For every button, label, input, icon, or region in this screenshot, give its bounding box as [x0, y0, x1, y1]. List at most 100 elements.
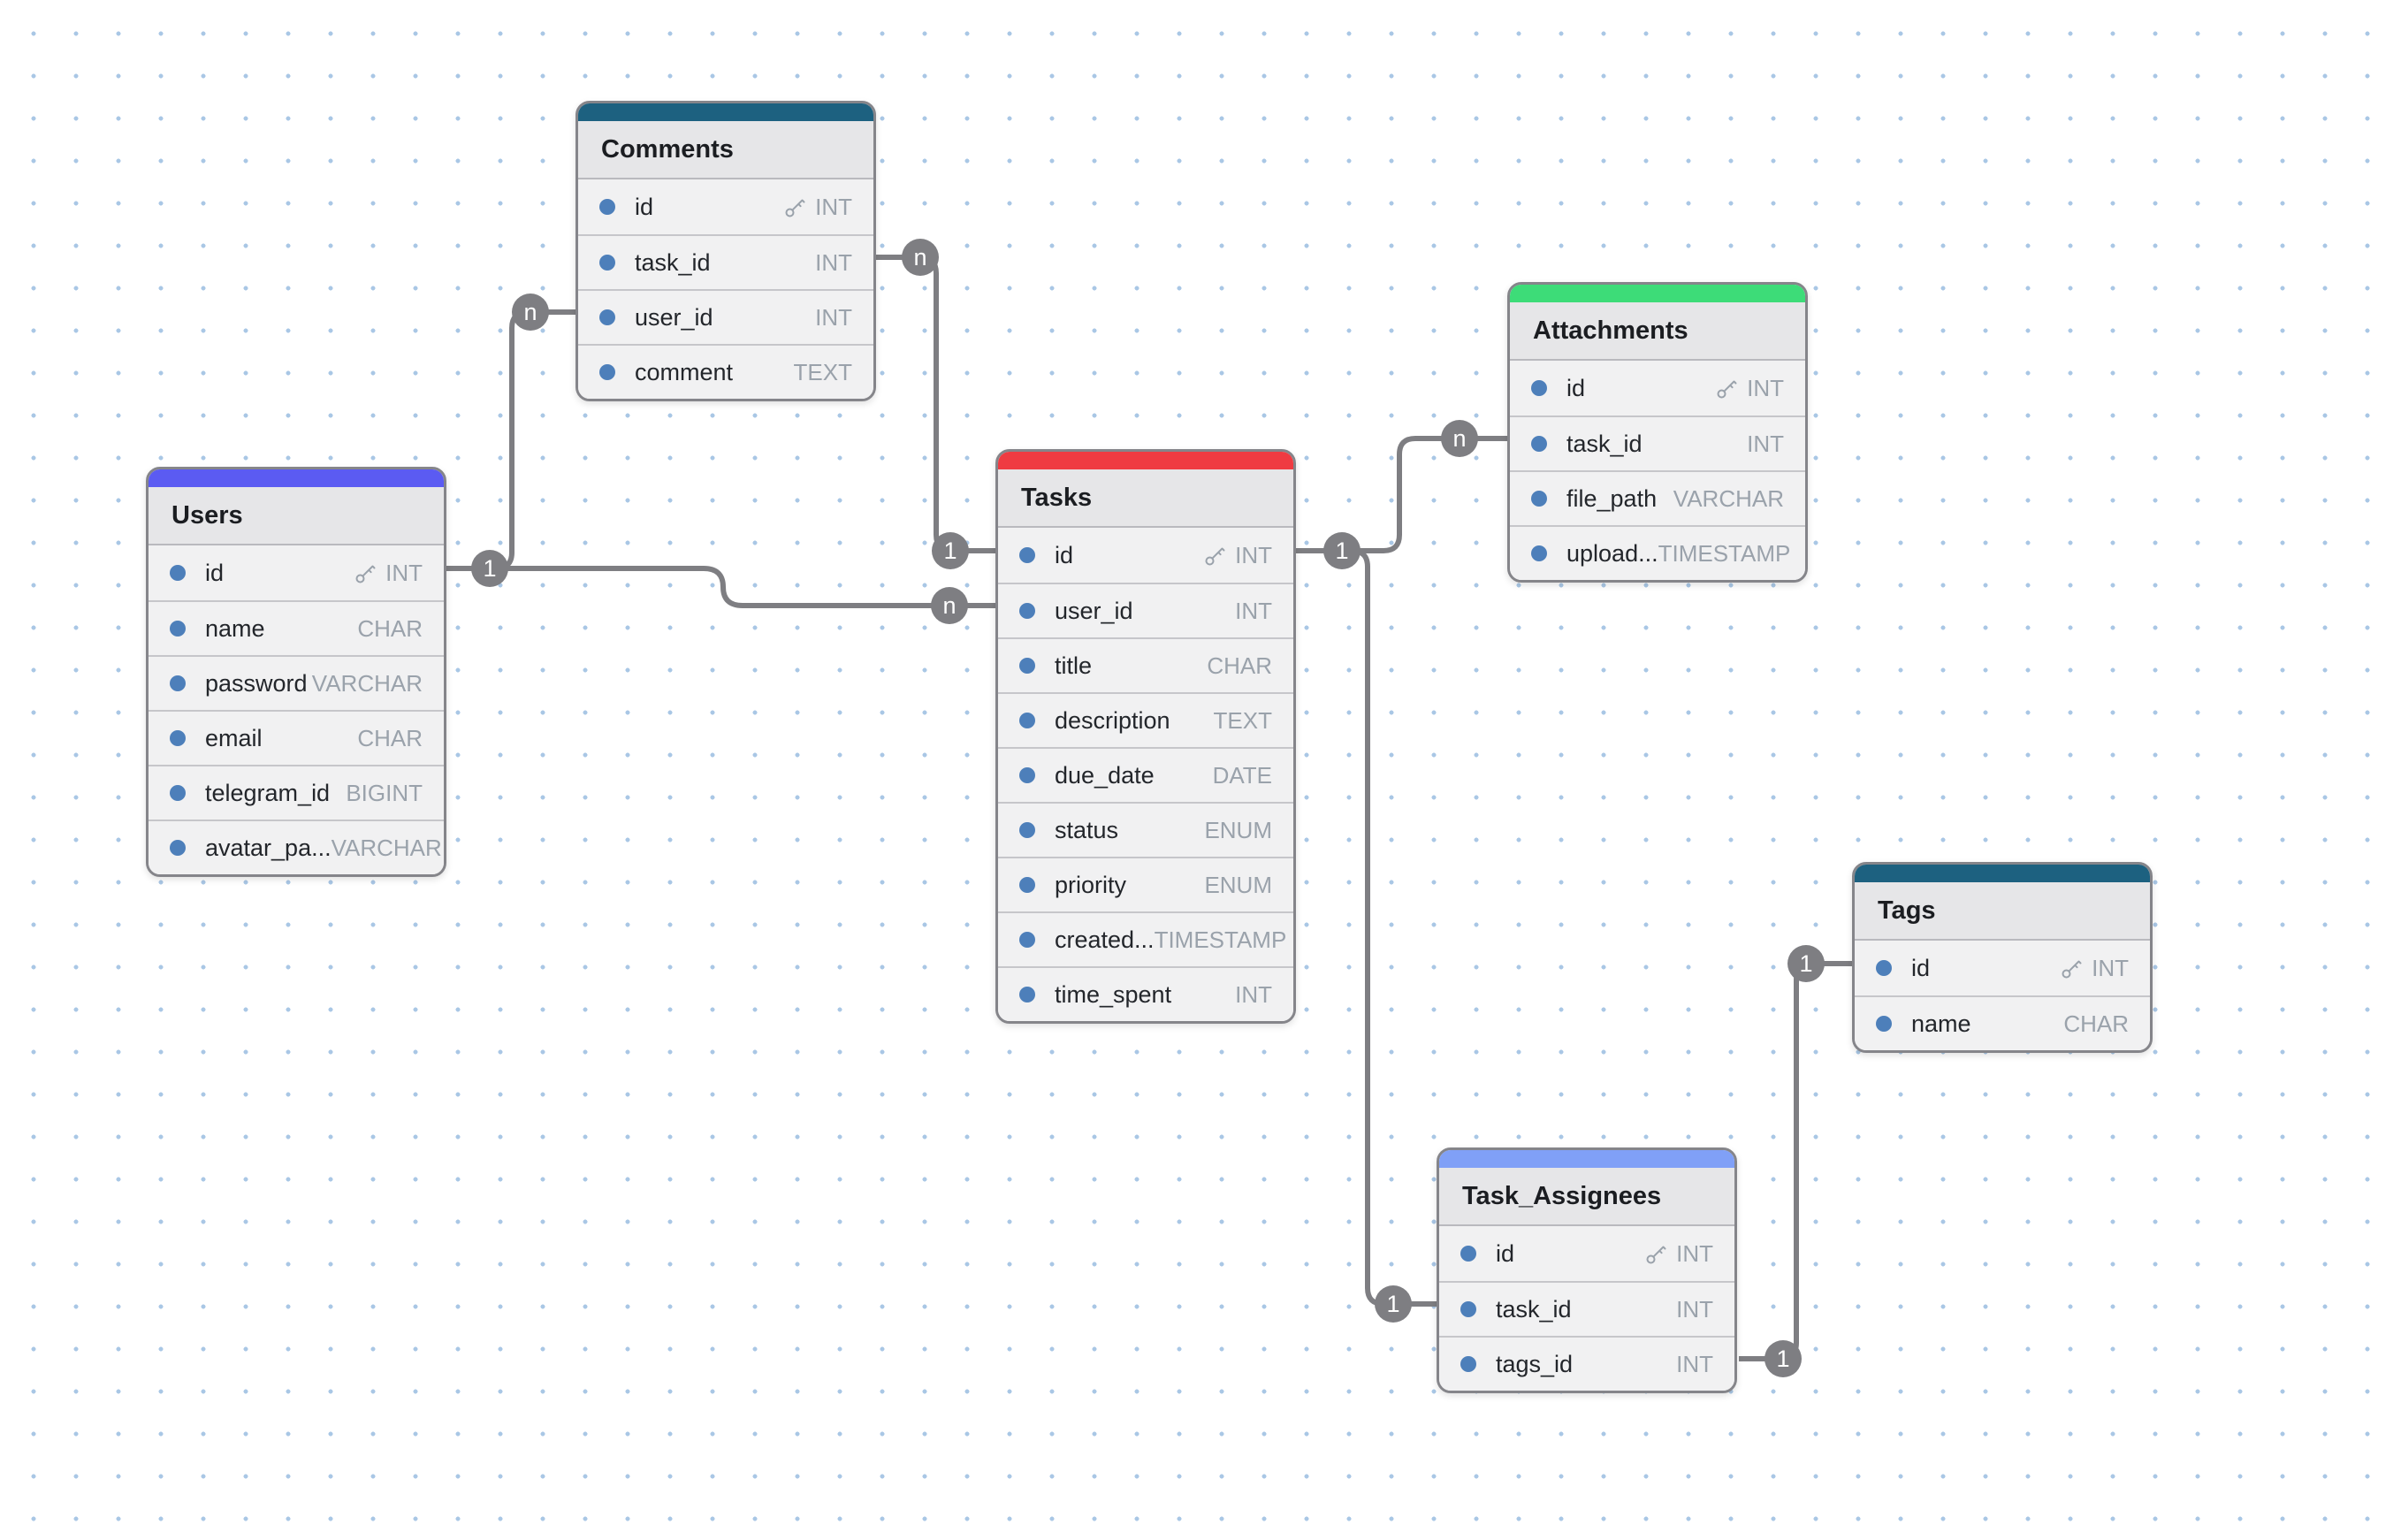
table-title: Users	[149, 487, 444, 545]
field-type-label: VARCHAR	[311, 669, 423, 697]
field-name: created...	[1055, 926, 1155, 953]
field-row[interactable]: email CHAR	[149, 710, 444, 765]
field-row[interactable]: task_id INT	[1439, 1281, 1734, 1336]
field-dot-icon	[1460, 1301, 1476, 1317]
field-row[interactable]: task_id INT	[1510, 415, 1805, 470]
field-dot-icon	[170, 785, 186, 801]
field-type-label: INT	[1747, 374, 1784, 401]
field-dot-icon	[599, 364, 615, 380]
field-type: INT	[1676, 1296, 1713, 1323]
field-type: INT	[1203, 542, 1272, 569]
field-dot-icon	[1019, 932, 1035, 948]
table-task-assignees-colorbar	[1439, 1150, 1734, 1168]
field-row[interactable]: avatar_pa...VARCHAR	[149, 820, 444, 874]
cardinality-badge: 1	[471, 550, 508, 587]
field-type-label: VARCHAR	[331, 834, 442, 861]
field-name: task_id	[1566, 430, 1643, 457]
field-name: time_spent	[1055, 980, 1172, 1008]
field-type: INT	[1715, 375, 1784, 402]
field-dot-icon	[1019, 658, 1035, 674]
field-type: INT	[815, 249, 852, 277]
field-type: TIMESTAMP	[1658, 540, 1791, 568]
wire-tasks-taskassignees	[1296, 548, 1437, 1307]
field-name: priority	[1055, 871, 1127, 898]
field-name: due_date	[1055, 761, 1155, 789]
field-type: INT	[354, 560, 423, 587]
table-title: Tasks	[998, 469, 1293, 528]
field-name: upload...	[1566, 539, 1658, 567]
field-name: email	[205, 724, 263, 751]
field-row[interactable]: upload...TIMESTAMP	[1510, 525, 1805, 580]
field-dot-icon	[599, 199, 615, 215]
field-type-label: INT	[815, 193, 852, 220]
field-name: user_id	[1055, 597, 1133, 624]
field-type: TEXT	[1214, 707, 1272, 735]
field-dot-icon	[1019, 877, 1035, 893]
field-dot-icon	[1019, 822, 1035, 838]
field-type: BIGINT	[346, 780, 423, 807]
field-type-label: INT	[1676, 1239, 1713, 1267]
cardinality-badge: 1	[1787, 945, 1825, 982]
field-type: DATE	[1213, 762, 1272, 789]
field-row[interactable]: user_id INT	[578, 289, 873, 344]
cardinality-badge: 1	[1765, 1340, 1802, 1377]
field-type: INT	[1747, 431, 1784, 458]
table-title: Tags	[1855, 882, 2150, 941]
field-type: CHAR	[357, 725, 423, 752]
field-name: name	[205, 614, 265, 642]
field-type-label: TEXT	[1213, 706, 1272, 734]
field-type: CHAR	[357, 615, 423, 643]
field-type: ENUM	[1204, 872, 1272, 899]
field-type-label: INT	[815, 248, 852, 276]
cardinality-badge: 1	[1323, 532, 1361, 569]
field-name: task_id	[1496, 1295, 1572, 1323]
field-type-label: INT	[815, 303, 852, 331]
field-row[interactable]: name CHAR	[149, 600, 444, 655]
field-dot-icon	[1019, 767, 1035, 783]
field-type: INT	[783, 194, 852, 221]
cardinality-badge: 1	[932, 532, 969, 569]
field-type: INT	[1644, 1240, 1713, 1268]
field-row[interactable]: due_date DATE	[998, 747, 1293, 802]
field-row[interactable]: created...TIMESTAMP	[998, 911, 1293, 966]
primary-key-icon	[2062, 960, 2082, 978]
field-name: user_id	[635, 303, 713, 331]
field-type-label: CHAR	[357, 724, 423, 751]
field-dot-icon	[1019, 547, 1035, 563]
field-name: task_id	[635, 248, 711, 276]
field-dot-icon	[1876, 960, 1892, 976]
table-comments-colorbar	[578, 103, 873, 121]
field-row[interactable]: priority ENUM	[998, 857, 1293, 911]
field-dot-icon	[1019, 603, 1035, 619]
table-title: Task_Assignees	[1439, 1168, 1734, 1226]
field-name: password	[205, 669, 308, 697]
field-row[interactable]: task_id INT	[578, 234, 873, 289]
field-type: ENUM	[1204, 817, 1272, 844]
wire-users-tasks	[446, 566, 995, 608]
primary-key-icon	[355, 565, 376, 583]
